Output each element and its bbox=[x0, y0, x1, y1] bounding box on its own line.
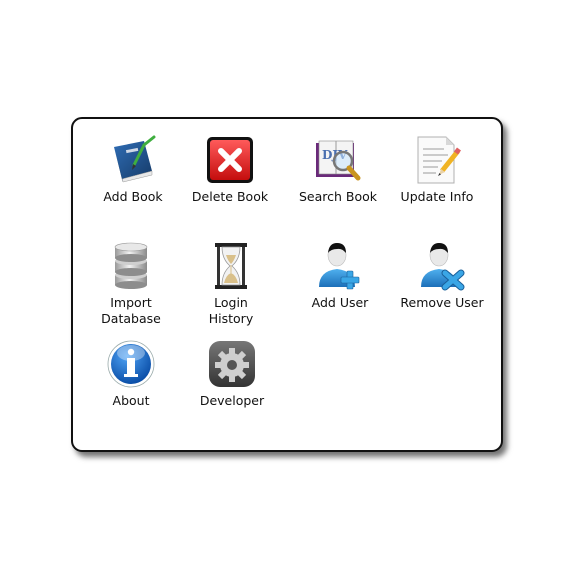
import-database-label: Import Database bbox=[101, 295, 161, 326]
remove-user-label: Remove User bbox=[400, 295, 484, 310]
developer-label: Developer bbox=[199, 393, 265, 408]
blue-book-icon bbox=[108, 135, 158, 185]
add-book-button[interactable]: Add Book bbox=[83, 135, 183, 205]
gear-icon bbox=[207, 339, 257, 389]
user-plus-icon bbox=[315, 241, 365, 291]
developer-button[interactable]: Developer bbox=[182, 339, 282, 409]
add-user-label: Add User bbox=[311, 295, 369, 310]
book-magnifier-icon: DJ V bbox=[313, 135, 363, 185]
remove-user-button[interactable]: Remove User bbox=[392, 241, 492, 311]
database-icon bbox=[106, 241, 156, 291]
main-menu-panel: Add Book Delete Book bbox=[71, 117, 503, 452]
delete-book-label: Delete Book bbox=[191, 189, 269, 204]
about-button[interactable]: About bbox=[81, 339, 181, 409]
login-history-label: Login History bbox=[208, 295, 254, 326]
hourglass-icon bbox=[206, 241, 256, 291]
delete-book-button[interactable]: Delete Book bbox=[180, 135, 280, 205]
login-history-button[interactable]: Login History bbox=[181, 241, 281, 327]
about-label: About bbox=[112, 393, 150, 408]
search-book-button[interactable]: DJ V Search Book bbox=[288, 135, 388, 205]
add-book-label: Add Book bbox=[103, 189, 163, 204]
document-pencil-icon bbox=[412, 135, 462, 185]
user-remove-icon bbox=[417, 241, 467, 291]
import-database-button[interactable]: Import Database bbox=[81, 241, 181, 327]
add-user-button[interactable]: Add User bbox=[290, 241, 390, 311]
update-info-label: Update Info bbox=[400, 189, 474, 204]
search-book-label: Search Book bbox=[298, 189, 378, 204]
info-icon bbox=[106, 339, 156, 389]
update-info-button[interactable]: Update Info bbox=[387, 135, 487, 205]
red-x-icon bbox=[205, 135, 255, 185]
